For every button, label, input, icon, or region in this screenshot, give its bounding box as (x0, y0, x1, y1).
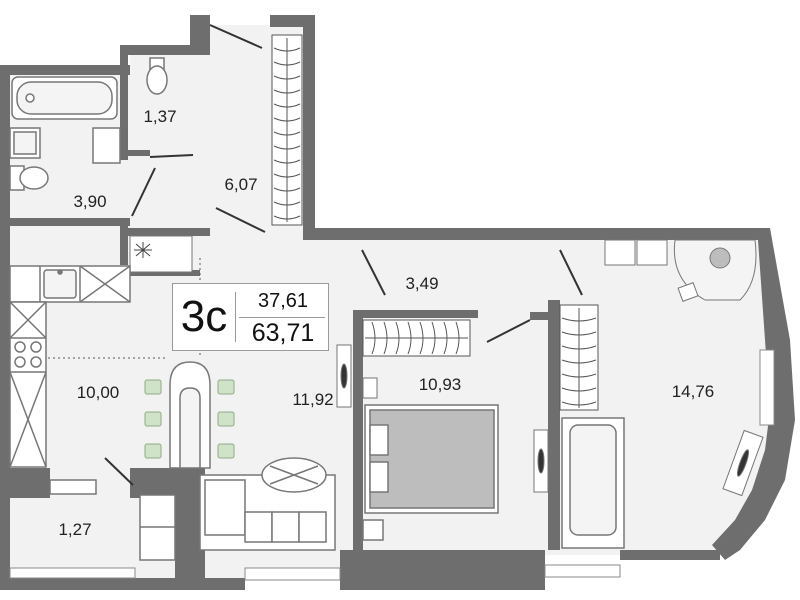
living-area-value: 37,61 (257, 290, 309, 312)
total-area-value: 63,71 (251, 319, 315, 347)
badge-divider-horizontal (239, 317, 325, 318)
kitchen-sink (43, 269, 77, 299)
badge-divider-vertical (235, 292, 236, 342)
door-swings (104, 24, 583, 486)
room-area-living-room: 11,92 (292, 390, 333, 409)
bed (364, 404, 499, 514)
toilet-wc (146, 57, 168, 95)
interior-walls (10, 55, 560, 578)
wardrobe-hall-hangers (273, 38, 301, 222)
bathtub-bedroom-2 (561, 417, 625, 549)
apartment-badge: 3с 37,61 63,71 (172, 283, 329, 351)
room-area-bedroom: 10,93 (419, 375, 462, 394)
wardrobe-bedroom-2-hangers (561, 308, 597, 408)
room-area-hall: 6,07 (224, 175, 257, 194)
dining-chairs (144, 379, 235, 459)
apartment-code: 3с (180, 292, 228, 341)
room-area-balcony: 1,27 (58, 520, 91, 539)
radiator-living (336, 344, 352, 408)
shower-mixer (9, 127, 41, 159)
coffee-table (261, 457, 327, 493)
desk-chair (604, 239, 757, 302)
room-area-bathroom: 3,90 (73, 192, 106, 211)
windows (9, 349, 775, 581)
room-area-kitchen: 10,00 (77, 383, 120, 402)
radiator-bedroom-2 (533, 429, 764, 497)
room-area-bedroom-2: 14,76 (672, 382, 715, 401)
radiator-bedroom (362, 377, 378, 399)
wardrobe-bedroom-hangers (365, 321, 468, 355)
dining-table (169, 361, 211, 469)
stove-icon (14, 341, 42, 368)
ventilation-icon (134, 242, 152, 258)
toilet-bathroom (9, 165, 49, 191)
hall-shelf (129, 235, 193, 273)
bathtub (11, 76, 118, 120)
room-area-wc: 1,37 (143, 107, 176, 126)
nightstand (362, 519, 384, 541)
washing-machine-spot (92, 127, 121, 164)
balcony-cabinet (49, 479, 176, 561)
room-area-corridor: 3,49 (405, 274, 438, 293)
exterior-walls (0, 15, 795, 590)
